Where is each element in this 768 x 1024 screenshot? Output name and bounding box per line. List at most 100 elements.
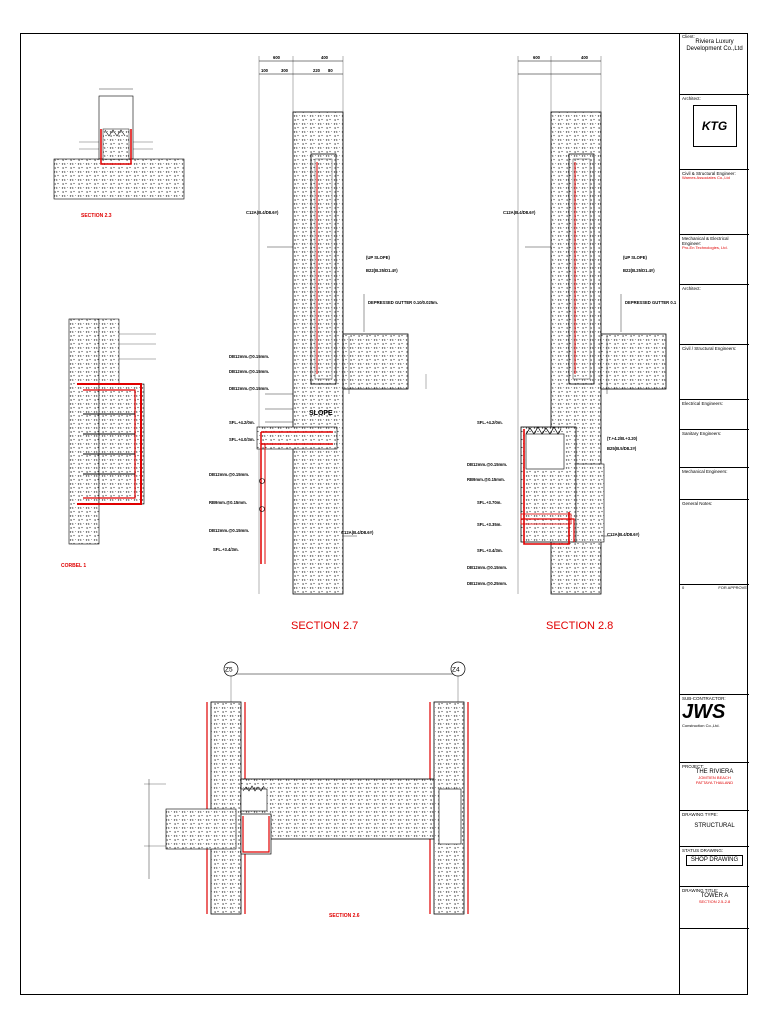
drawing-type-label: DRAWING TYPE: [682, 812, 718, 817]
s28-db1-label: DB12mm.@0.15mm. [467, 462, 507, 467]
s28-t-label: (T.+4.2/B.+3.20) [607, 436, 638, 441]
s27-dim-100: 100 [261, 68, 269, 73]
drawing-sheet: SECTION 2.3 CORBEL 1 [20, 33, 748, 995]
project-panel: PROJECT: THE RIVIERA JOMTIEN BEACH PATTA… [680, 763, 749, 811]
architect-label: Architect: [682, 96, 701, 101]
me-engineer-label: Mechanical & Electrical Engineer: [682, 236, 729, 247]
s28-b25-label: B25(B.5/D8.2#) [607, 446, 637, 451]
grid-bubble-z5: Z5 [225, 667, 233, 674]
s27-dim-400: 400 [321, 55, 329, 60]
architect-panel: Architect: KTG [680, 95, 749, 170]
project-label: PROJECT: [682, 764, 704, 769]
s28-c12-label: C12A(B.4/D8.6#) [503, 210, 536, 215]
section-2-8-detail [517, 56, 667, 595]
s28-up-slope-label: (UP SLOPE) [623, 255, 647, 260]
s28-sfl4-label: SFL.+3.4/3m. [477, 548, 503, 553]
s27-up-slope-label: (UP SLOPE) [366, 255, 390, 260]
s28-dim-600: 600 [533, 55, 541, 60]
s28-c12b-label: C12A(B.4/D8.6#) [607, 532, 640, 537]
client-name-line2: Development Co.,Ltd [686, 46, 743, 53]
s27-db3-label: DB12mm.@0.15mm. [229, 386, 269, 391]
drawing-title-panel: DRAWING TITLE: TOWER A SECTION 2.5-2.8 [680, 887, 749, 929]
section-2-3-detail [53, 88, 185, 200]
cs-engineer-label: Civil & Structural Engineer: [682, 171, 736, 176]
drawing-title-value: TOWER A [700, 893, 729, 900]
s28-rb-label: RB9mm.@0.15mm. [467, 477, 505, 482]
jws-logo: JWS [682, 701, 726, 724]
s27-db4-label: DB12mm.@0.15mm. [209, 472, 249, 477]
section-2-7-detail [256, 56, 427, 595]
s27-gutter-label: DEPRESSED GUTTER 0.10/0.025m. [368, 300, 438, 305]
drawing-title-label: DRAWING TITLE: [682, 888, 719, 893]
cs-company: Warnes Associates Co.,Ltd [682, 175, 730, 181]
drawing-canvas: SECTION 2.3 CORBEL 1 [53, 55, 677, 919]
cs2-label: Civil / Structural Engineers: [682, 346, 737, 351]
s28-sfl2-label: SFL.+3.70m. [477, 500, 502, 505]
grid-bubble-z4: Z4 [452, 667, 460, 674]
s27-rb-label: RB9mm.@0.15mm. [209, 500, 247, 505]
drawing-type-value: STRUCTURAL [694, 823, 735, 830]
client-label: Client: [682, 34, 695, 39]
architect2-label: Architect: [682, 286, 701, 291]
drawing-type-panel: DRAWING TYPE: STRUCTURAL [680, 811, 749, 847]
title-block: Client: Riviera Luxury Development Co.,L… [679, 33, 749, 995]
s27-db5-label: DB12mm.@0.15mm. [209, 528, 249, 533]
client-panel: Client: Riviera Luxury Development Co.,L… [680, 33, 749, 95]
corbel-detail [68, 318, 156, 545]
me-company: Pro-En Technologies, Ltd. [682, 245, 728, 251]
sanitary-label: Sanitary Engineers: [682, 431, 722, 436]
s27-dim-80: 80 [328, 68, 333, 73]
revision-number: 0 [682, 585, 685, 590]
s28-gutter-label: DEPRESSED GUTTER 0.1 [625, 300, 677, 305]
drawing-title-sub: SECTION 2.5-2.8 [698, 899, 731, 905]
s27-dim-300: 300 [281, 68, 289, 73]
cs-engineer-panel: Civil & Structural Engineer: Warnes Asso… [680, 170, 749, 235]
s27-dim-600: 600 [273, 55, 281, 60]
s27-db2-label: DB12mm.@0.15mm. [229, 369, 269, 374]
sub-company: Construction Co.,Ltd. [682, 723, 720, 729]
sub-contractor-panel: SUB-CONTRACTOR: JWS Construction Co.,Ltd… [680, 695, 749, 763]
architect-logo: KTG [692, 105, 737, 148]
sub-contractor-label: SUB-CONTRACTOR: [682, 696, 726, 701]
s28-dim-400: 400 [581, 55, 589, 60]
client-name-line1: Riviera Luxury [695, 39, 734, 46]
section-2-3-title: SECTION 2.3 [81, 213, 112, 219]
s27-sfl3-label: SFL.+3.4/3m. [213, 547, 239, 552]
mech-label: Mechanical Engineers: [682, 469, 728, 474]
s28-sfl3-label: SFL.+3.35m. [477, 522, 502, 527]
section-2-7-title: SECTION 2.7 [291, 620, 358, 632]
s27-sfl2-label: SFL.+4.0/3m. [229, 437, 255, 442]
status-label: STATUS DRAWING: [682, 848, 724, 853]
sanitary-panel: Sanitary Engineers: [680, 430, 749, 468]
status-panel: STATUS DRAWING: SHOP DRAWING [680, 847, 749, 887]
notes-label: General Notes: [682, 501, 713, 506]
project-location-2: PATTAYA THAILAND [695, 779, 734, 785]
revision-panel: 0 FOR APPROVE [680, 585, 749, 695]
s28-b22-label: B22(B.25/D1.4#) [623, 268, 655, 273]
s27-b22-label: B22(B.25/D1.4#) [366, 268, 398, 273]
corbel-title: CORBEL 1 [61, 563, 86, 569]
s28-db2-label: DB12mm.@0.15mm. [467, 565, 507, 570]
project-name: THE RIVIERA [695, 769, 734, 776]
s27-slope-label: SLOPE [309, 410, 333, 417]
s27-sfl1-label: SFL.+4.2/0m. [229, 420, 255, 425]
me-engineer-panel: Mechanical & Electrical Engineer: Pro-En… [680, 235, 749, 285]
s27-c12b-label: C12A(B.4/D8.6#) [341, 530, 374, 535]
status-stamp: SHOP DRAWING [686, 855, 743, 867]
section-2-8-title: SECTION 2.8 [546, 620, 613, 632]
s28-db3-label: DB12mm.@0.25mm. [467, 581, 507, 586]
elec-label: Electrical Engineers: [682, 401, 724, 406]
s27-db1-label: DB12mm.@0.15mm. [229, 354, 269, 359]
project-location-1: JOMTIEN BEACH [698, 775, 731, 781]
revision-row: 0 FOR APPROVE [682, 585, 747, 591]
architect2-panel: Architect: [680, 285, 749, 345]
drawing-info-grid [680, 929, 749, 995]
s27-dim-220: 220 [313, 68, 321, 73]
revision-status: FOR APPROVE [718, 585, 747, 590]
notes-panel: General Notes: [680, 500, 749, 585]
section-2-6-detail [144, 661, 469, 915]
s28-sfl1-label: SFL.+4.2/0m. [477, 420, 503, 425]
s27-c12-label: C12A(B.4/D8.6#) [246, 210, 279, 215]
cs2-panel: Civil / Structural Engineers: [680, 345, 749, 400]
elec-panel: Electrical Engineers: [680, 400, 749, 430]
